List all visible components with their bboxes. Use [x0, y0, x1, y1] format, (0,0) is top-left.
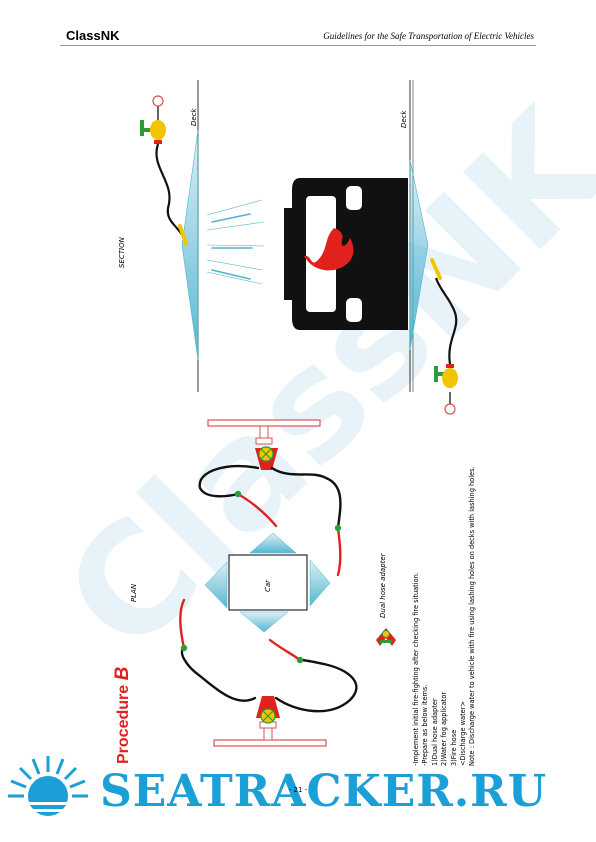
seatracker-logo-icon	[4, 756, 92, 816]
car-rectangle	[228, 554, 308, 611]
hose-couplings	[180, 490, 342, 664]
dual-hose-adapter-bottom	[256, 696, 280, 724]
note-line: 1)Dual hose adapter	[430, 698, 439, 766]
header-title: Guidelines for the Safe Transportation o…	[323, 31, 534, 41]
note-line: -Prepare as below items.	[421, 684, 430, 766]
water-spray-section-upper	[181, 129, 265, 361]
header-org: ClassNK	[66, 28, 120, 43]
page-number: - 21 -	[288, 786, 308, 794]
burning-car	[284, 178, 408, 330]
note-line: 3)Fire hose	[449, 729, 458, 766]
fire-icon	[304, 228, 354, 271]
red-hose-segments	[179, 492, 342, 662]
plan-view	[179, 419, 396, 747]
note-line: <Discharge water>	[459, 701, 468, 766]
procedure-letter: B	[112, 666, 133, 681]
procedure-word: Procedure	[115, 684, 132, 764]
deck-label-upper: Deck	[190, 108, 198, 126]
seatracker-logo-text: SEATRACKER.RU	[100, 766, 548, 817]
section-title: SECTION	[118, 237, 126, 268]
procedure-title: Procedure B	[112, 667, 134, 764]
hydrant-top	[207, 419, 321, 445]
note-line: Note : Discharge water to vehicle with f…	[468, 466, 477, 766]
adapter-label: Dual hose adapter	[379, 553, 387, 618]
header-rule	[60, 45, 536, 46]
fog-applicator-upper	[140, 95, 188, 246]
car-label: Car	[264, 579, 272, 592]
dual-hose-adapter-top	[255, 446, 278, 470]
fog-applicator-lower	[430, 258, 458, 415]
hydrant-bottom	[213, 721, 327, 747]
adapter-legend-icon	[376, 628, 396, 646]
fire-hoses-plan	[180, 464, 358, 713]
water-spray-plan	[204, 532, 331, 633]
note-line: -Implement initial fire-fighting after c…	[412, 572, 420, 766]
note-line: 2)Water fog applicator	[440, 691, 449, 766]
plan-title: PLAN	[130, 583, 138, 602]
deck-label-lower: Deck	[400, 110, 408, 128]
procedure-notes: -Implement initial fire-fighting after c…	[412, 466, 478, 766]
section-view	[140, 80, 458, 415]
